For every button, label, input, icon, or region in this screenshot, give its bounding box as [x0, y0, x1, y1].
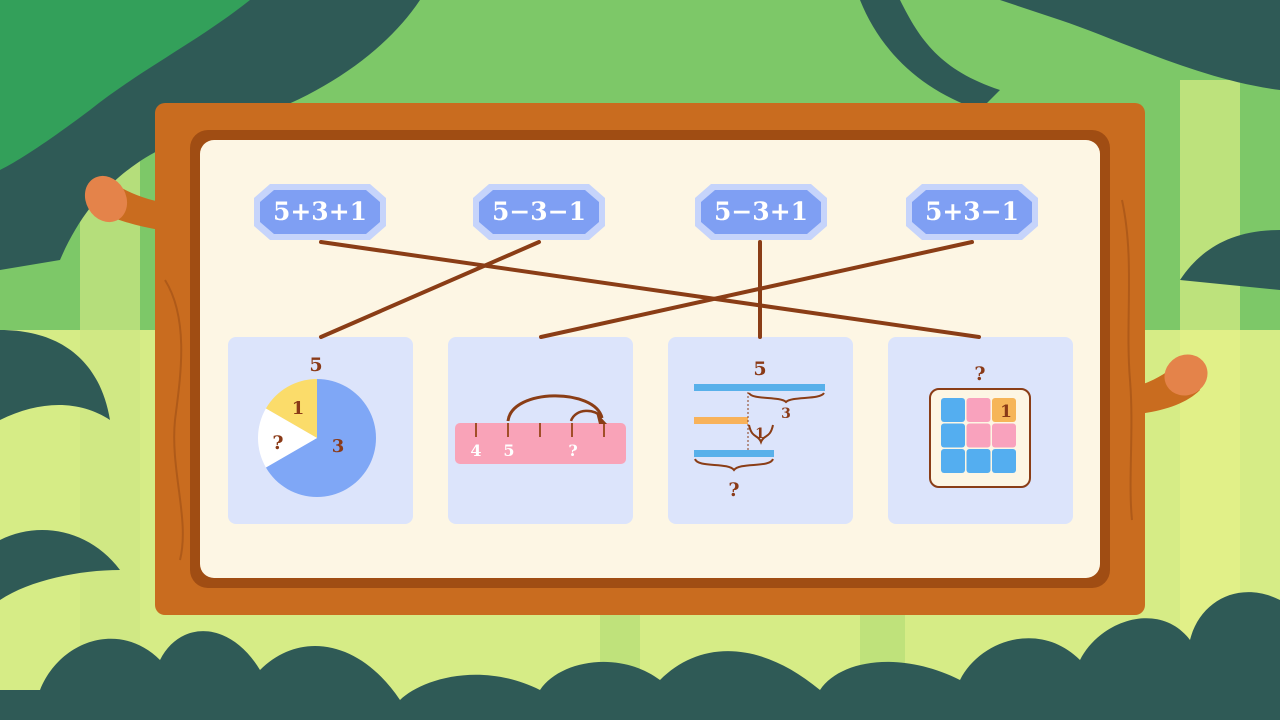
pie-part-three-label: 3	[332, 436, 345, 457]
connection-lines	[319, 240, 981, 339]
pie-part-one-label: 1	[292, 398, 305, 419]
pie-unknown-label: ?	[272, 432, 283, 454]
expression-chip-3[interactable]: 5−3+1	[695, 184, 827, 240]
connection-line-4	[539, 240, 974, 339]
bar-model-illustration: 5 3 1 ?	[694, 358, 825, 501]
ruler-unknown: ?	[568, 441, 577, 460]
ruler-tick-5: 5	[503, 441, 514, 460]
grid-cell	[941, 398, 965, 422]
grid-cell	[992, 423, 1016, 448]
expression-1-text: 5+3+1	[273, 197, 367, 226]
brace-three-label: 3	[781, 406, 791, 422]
grid-cell	[966, 449, 991, 473]
ruler-bar	[455, 423, 626, 464]
expression-chip-2[interactable]: 5−3−1	[473, 184, 605, 240]
expression-chips: 5+3+1 5−3−1 5−3+1 5+3−1	[254, 184, 1038, 240]
expression-chip-1[interactable]: 5+3+1	[254, 184, 386, 240]
expression-4-text: 5+3−1	[925, 197, 1019, 226]
pie-total-label: 5	[309, 354, 322, 376]
grid-unknown-label: ?	[974, 363, 985, 385]
bars-total-label: 5	[753, 358, 766, 380]
board-face	[200, 140, 1100, 578]
pie-illustration: 5 1 ? 3	[257, 354, 376, 497]
card-bars[interactable]	[668, 337, 853, 524]
grid-illustration: ? 1	[929, 363, 1031, 488]
grid-cell	[992, 398, 1016, 422]
connection-line-1	[319, 240, 981, 339]
expression-chip-4[interactable]: 5+3−1	[906, 184, 1038, 240]
pie-slice-one	[265, 379, 317, 438]
grid-cell	[941, 423, 965, 448]
expression-3-text: 5−3+1	[714, 197, 808, 226]
ruler-tick-4: 4	[470, 441, 481, 460]
bar-total	[694, 384, 825, 391]
pie-slice-three	[265, 379, 376, 497]
grid-cell	[966, 398, 991, 422]
connection-line-2	[319, 240, 541, 339]
grid-cell	[966, 423, 991, 448]
grid-one-label: 1	[1000, 402, 1012, 422]
bar-remaining	[694, 417, 748, 424]
expression-2-text: 5−3−1	[492, 197, 586, 226]
pie-slice-unknown	[257, 408, 317, 468]
grid-cell	[941, 449, 965, 473]
grid-cell	[992, 449, 1016, 473]
brace-one-label: 1	[755, 426, 765, 442]
ruler-illustration: 4 5 ?	[455, 394, 626, 464]
bars-unknown-label: ?	[728, 479, 739, 501]
jump-arrow	[506, 394, 604, 422]
bar-result	[694, 450, 774, 457]
